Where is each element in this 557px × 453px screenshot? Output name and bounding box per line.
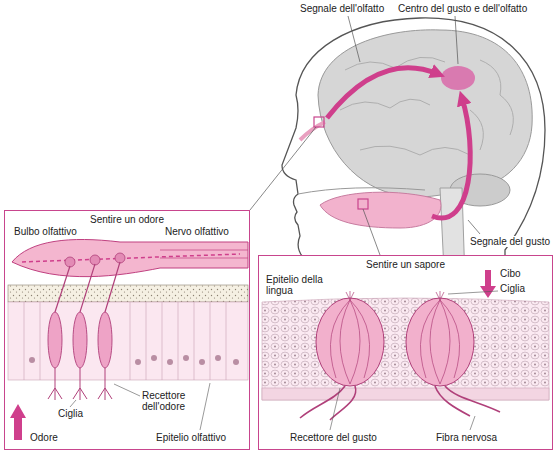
part-label: Fibra nervosa (436, 432, 497, 443)
part-label: Recettore del gusto (290, 432, 377, 443)
part-label: Recettore dell'odore (142, 390, 204, 412)
panel-heading: Sentire un odore (5, 211, 249, 226)
part-label: Nervo olfattivo (165, 226, 229, 237)
part-label: Segnale del gusto (468, 236, 552, 247)
part-label: Segnale dell'olfatto (300, 3, 384, 14)
part-label: Ciglia (58, 408, 83, 419)
taste-illustration (262, 270, 549, 430)
part-label: Epitelio olfattivo (156, 432, 226, 443)
part-label: Centro del gusto e dell'olfatto (398, 3, 527, 14)
part-label: Cibo (500, 268, 521, 279)
part-label: Epitelio della lingua (266, 274, 340, 296)
inset-panel: Sentire un odore (4, 210, 250, 450)
part-label: Odore (30, 432, 58, 443)
olfactory-illustration (8, 239, 248, 440)
part-label: Bulbo olfattivo (14, 226, 77, 237)
part-label: Ciglia (500, 283, 525, 294)
